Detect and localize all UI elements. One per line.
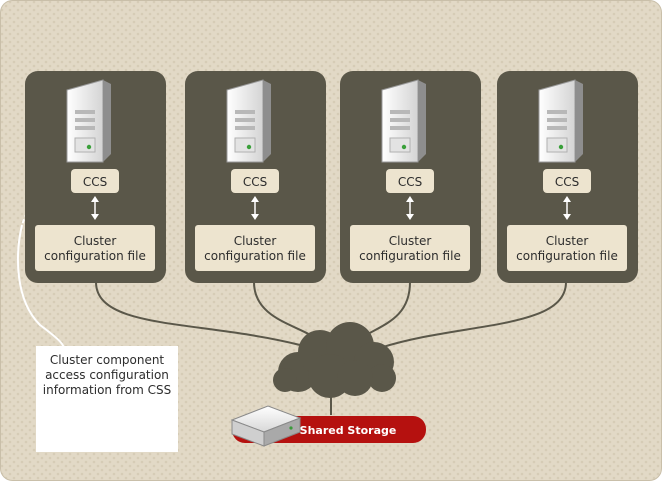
- config-file-box: [350, 225, 470, 271]
- callout-line-2: access configuration: [45, 368, 169, 382]
- callout-line-1: Cluster component: [50, 353, 165, 367]
- config-file-label-2: configuration file: [359, 249, 461, 263]
- ccs-box: [543, 169, 591, 193]
- network-cloud-icon: [273, 322, 396, 398]
- config-file-label-1: Cluster: [546, 234, 589, 248]
- ccs-label: CCS: [243, 175, 267, 189]
- config-file-label-1: Cluster: [234, 234, 277, 248]
- config-file-label-1: Cluster: [389, 234, 432, 248]
- config-file-box: [35, 225, 155, 271]
- server-icon: [226, 79, 271, 163]
- shared-storage: Shared Storage: [230, 405, 426, 447]
- config-file-label-2: configuration file: [516, 249, 618, 263]
- config-file-box: [195, 225, 315, 271]
- config-file-label-2: configuration file: [204, 249, 306, 263]
- config-file-label-1: Cluster: [74, 234, 117, 248]
- double-arrow-icon: [563, 196, 571, 220]
- disk-drive-icon: [230, 405, 302, 447]
- ccs-label: CCS: [555, 175, 579, 189]
- ccs-label: CCS: [83, 175, 107, 189]
- double-arrow-icon: [406, 196, 414, 220]
- network-cables: [95, 281, 567, 349]
- config-file-box: [507, 225, 627, 271]
- double-arrow-icon: [251, 196, 259, 220]
- callout-line-3: information from CSS: [43, 383, 171, 397]
- ccs-box: [386, 169, 434, 193]
- server-icon: [381, 79, 426, 163]
- ccs-box: [71, 169, 119, 193]
- config-file-label-2: configuration file: [44, 249, 146, 263]
- ccs-box: [231, 169, 279, 193]
- storage-label: Shared Storage: [300, 424, 397, 437]
- ccs-label: CCS: [398, 175, 422, 189]
- server-icon: [66, 79, 111, 163]
- double-arrow-icon: [91, 196, 99, 220]
- callout-note: Cluster component access configuration i…: [36, 346, 178, 452]
- server-icon: [538, 79, 583, 163]
